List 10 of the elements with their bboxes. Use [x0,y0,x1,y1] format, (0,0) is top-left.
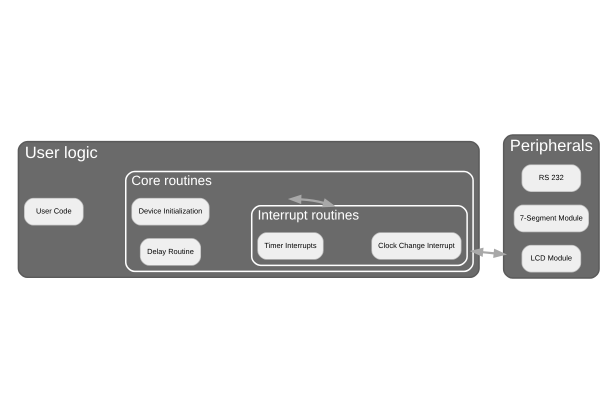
node-box: Device Initialization [131,197,210,225]
node-box: LCD Module [522,244,582,272]
node-box: 7-Segment Module [514,204,589,232]
node-box: RS 232 [522,164,582,192]
arrow [470,247,508,258]
arrow [288,194,336,207]
node-box: Timer Interrupts [257,232,324,260]
node-box: Clock Change Interrupt [371,232,462,260]
node-box: Delay Routine [140,238,202,266]
node-box: User Code [24,197,84,225]
